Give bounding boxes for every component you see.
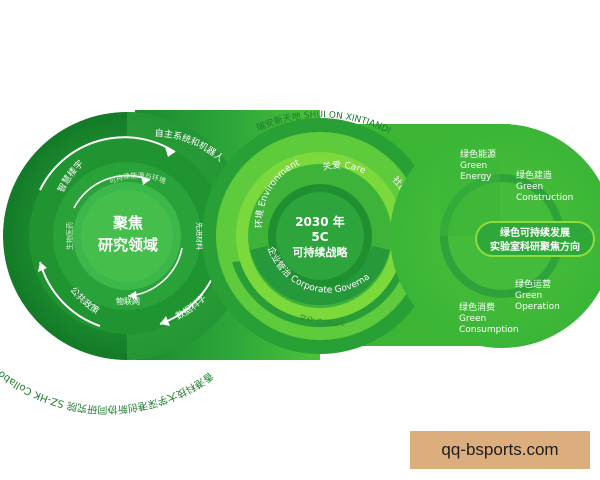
item-en2: Consumption bbox=[459, 325, 519, 335]
right-item-green-energy: 绿色能源 Green Energy bbox=[460, 148, 496, 182]
focus-badge: 绿色可持续发展 实验室科研聚焦方向 bbox=[475, 221, 595, 257]
label-biomedical: 生物医药 bbox=[65, 222, 74, 250]
item-zh: 绿色能源 bbox=[460, 148, 496, 160]
item-en1: Green bbox=[516, 182, 543, 192]
item-en2: Energy bbox=[460, 172, 492, 182]
item-en2: Operation bbox=[515, 302, 560, 312]
item-zh: 绿色运营 bbox=[515, 278, 551, 290]
middle-circle bbox=[202, 118, 438, 354]
right-item-green-construction: 绿色建造 Green Construction bbox=[516, 169, 573, 203]
left-center-title: 聚焦 bbox=[112, 214, 143, 232]
item-zh: 绿色消费 bbox=[459, 301, 495, 313]
item-en1: Green bbox=[460, 161, 487, 171]
left-center-subtitle: 研究领域 bbox=[98, 236, 158, 254]
middle-center-5c: 5C bbox=[311, 230, 328, 244]
watermark: qq-bsports.com bbox=[410, 431, 590, 469]
item-en2: Construction bbox=[516, 193, 573, 203]
item-en1: Green bbox=[515, 291, 542, 301]
left-circle bbox=[3, 112, 251, 360]
item-zh: 绿色建造 bbox=[516, 169, 552, 181]
badge-line1: 绿色可持续发展 bbox=[500, 226, 570, 239]
arrow-ring-outer bbox=[39, 136, 176, 191]
middle-center-strategy: 可持续战略 bbox=[293, 245, 349, 259]
label-iot: 物联网 bbox=[116, 296, 140, 306]
badge-line2: 实验室科研聚焦方向 bbox=[490, 240, 580, 253]
right-item-green-consumption: 绿色消费 Green Consumption bbox=[459, 301, 519, 335]
right-item-green-operation: 绿色运营 Green Operation bbox=[515, 278, 560, 312]
middle-center-year: 2030 年 bbox=[295, 214, 345, 229]
label-advanced-materials: 先进材料 bbox=[195, 222, 204, 250]
item-en1: Green bbox=[459, 314, 486, 324]
